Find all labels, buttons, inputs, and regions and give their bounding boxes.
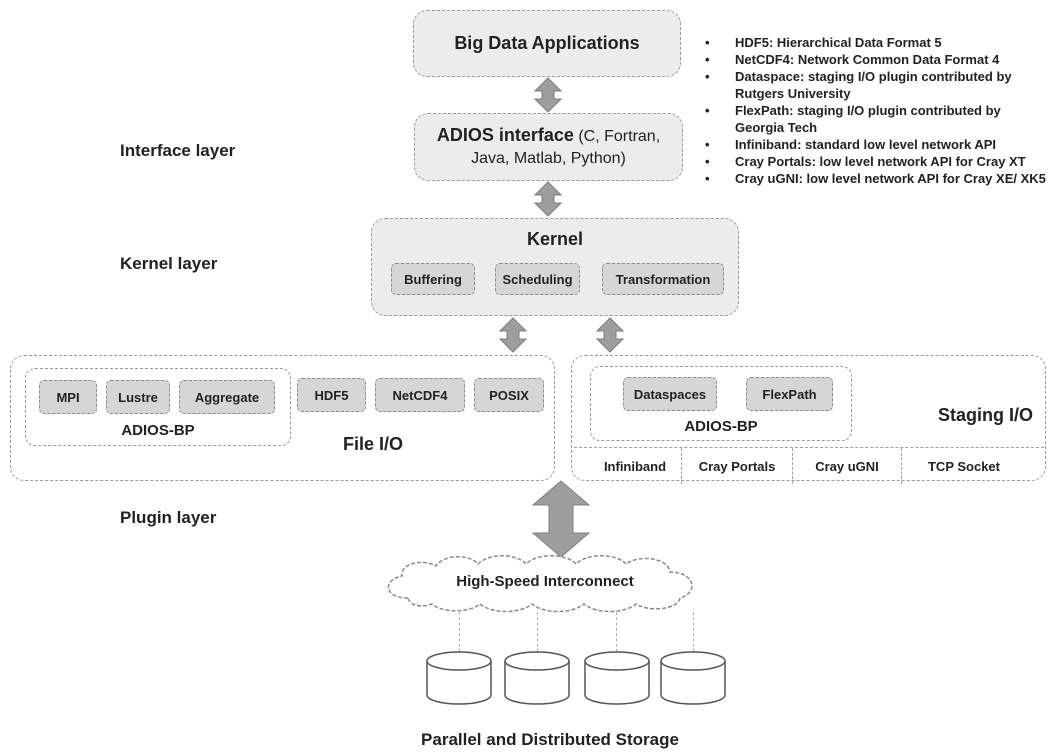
note-item: FlexPath: staging I/O plugin contributed… (705, 102, 1050, 136)
network-separator (792, 448, 793, 484)
big-data-applications-box: Big Data Applications (413, 10, 681, 77)
plugin-chip-posix: POSIX (474, 378, 544, 412)
plugin-chip-netcdf4: NetCDF4 (375, 378, 465, 412)
cloud-icon (387, 555, 693, 613)
network-row-divider (574, 447, 1044, 448)
storage-disks (426, 651, 726, 705)
double-arrow-icon (534, 181, 562, 217)
double-arrow-icon (499, 317, 527, 353)
note-item: Infiniband: standard low level network A… (705, 136, 1050, 153)
storage-link (537, 612, 538, 652)
disk-icon (426, 651, 492, 705)
double-arrow-icon (531, 480, 591, 558)
network-separator (901, 448, 902, 484)
adios-interface-box: ADIOS interface (C, Fortran, Java, Matla… (414, 113, 683, 181)
note-item: NetCDF4: Network Common Data Format 4 (705, 51, 1050, 68)
disk-icon (584, 651, 650, 705)
plugin-chip-hdf5: HDF5 (297, 378, 366, 412)
file-io-adios-bp-group: MPI Lustre Aggregate ADIOS-BP (25, 368, 291, 446)
network-separator (681, 448, 682, 484)
note-item: Cray uGNI: low level network API for Cra… (705, 170, 1050, 187)
adios-languages-line2: Java, Matlab, Python) (471, 150, 626, 167)
staging-io-adios-bp-label: ADIOS-BP (684, 418, 758, 435)
kernel-layer-label: Kernel layer (120, 254, 218, 273)
plugin-chip-dataspaces: Dataspaces (623, 377, 717, 411)
interface-layer-label: Interface layer (120, 141, 236, 160)
kernel-box: Kernel Buffering Scheduling Transformati… (371, 218, 739, 316)
storage-link (693, 612, 694, 652)
file-io-title: File I/O (343, 434, 404, 454)
staging-io-adios-bp-group: Dataspaces FlexPath ADIOS-BP (590, 366, 852, 441)
file-io-box: MPI Lustre Aggregate ADIOS-BP HDF5 NetCD… (10, 355, 555, 481)
plugin-chip-aggregate: Aggregate (179, 380, 275, 414)
disk-icon (504, 651, 570, 705)
adios-interface-title: ADIOS interface (436, 125, 574, 145)
big-data-applications-label: Big Data Applications (454, 33, 640, 53)
staging-io-box (571, 355, 1046, 481)
abbreviation-notes: HDF5: Hierarchical Data Format 5 NetCDF4… (705, 34, 1050, 187)
kernel-component-scheduling: Scheduling (495, 263, 580, 295)
adios-languages-line1: (C, Fortran, (578, 128, 661, 145)
note-item: Dataspace: staging I/O plugin contribute… (705, 68, 1050, 102)
plugin-layer-label: Plugin layer (120, 508, 217, 527)
note-item: Cray Portals: low level network API for … (705, 153, 1050, 170)
disk-icon (660, 651, 726, 705)
network-cray-portals: Cray Portals (698, 458, 776, 474)
network-tcp-socket: TCP Socket (927, 458, 1000, 474)
note-item: HDF5: Hierarchical Data Format 5 (705, 34, 1050, 51)
file-io-adios-bp-label: ADIOS-BP (121, 422, 195, 439)
plugin-chip-flexpath: FlexPath (746, 377, 833, 411)
plugin-chip-lustre: Lustre (106, 380, 170, 414)
double-arrow-icon (534, 77, 562, 113)
network-cray-ugni: Cray uGNI (815, 458, 879, 474)
kernel-component-transformation: Transformation (602, 263, 724, 295)
kernel-title: Kernel (526, 229, 584, 249)
network-infiniband: Infiniband (603, 458, 667, 474)
storage-link (459, 612, 460, 652)
storage-link (616, 612, 617, 652)
plugin-chip-mpi: MPI (39, 380, 97, 414)
double-arrow-icon (596, 317, 624, 353)
kernel-component-buffering: Buffering (391, 263, 475, 295)
staging-io-title: Staging I/O (938, 405, 1034, 425)
storage-label: Parallel and Distributed Storage (421, 730, 679, 749)
interconnect-label: High-Speed Interconnect (456, 573, 634, 590)
